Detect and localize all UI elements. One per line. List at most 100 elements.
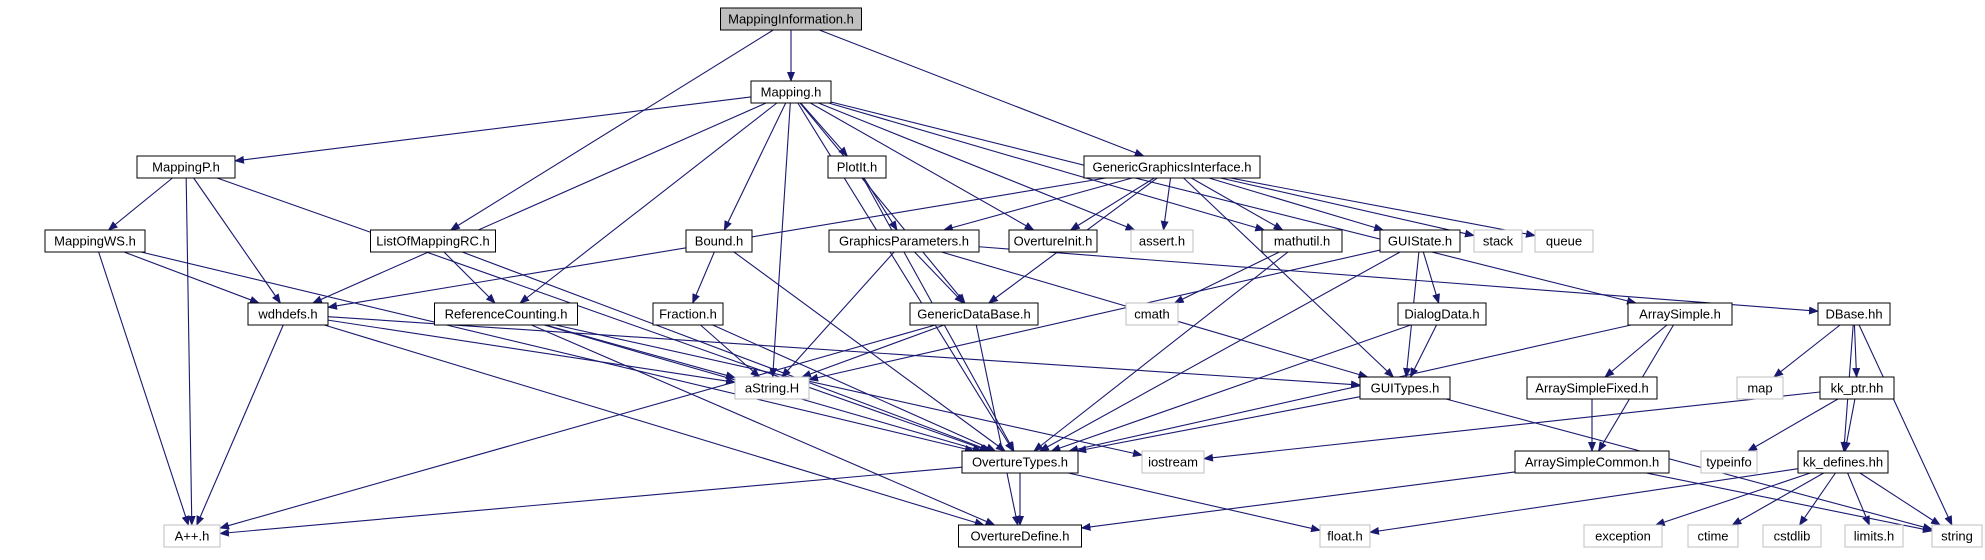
- node-mappinginfo[interactable]: MappingInformation.h: [720, 7, 862, 31]
- edge-mappinginfo-to-ggi: [819, 29, 1145, 157]
- edge-overturetypes-to-float: [1068, 472, 1321, 533]
- edge-line: [1604, 324, 1668, 378]
- node-guistate[interactable]: GUIState.h: [1379, 229, 1461, 253]
- node-box: [1526, 376, 1658, 400]
- edge-line: [797, 102, 1014, 452]
- node-box: [1627, 302, 1733, 326]
- node-label: typeinfo: [1706, 455, 1752, 470]
- node-ggi[interactable]: GenericGraphicsInterface.h: [1083, 155, 1261, 179]
- edge-line: [98, 251, 190, 526]
- node-guitypes[interactable]: GUITypes.h: [1359, 376, 1451, 400]
- edge-arraysimplecommon-to-overturedefine: [1080, 471, 1516, 531]
- node-arraysimplefixed[interactable]: ArraySimpleFixed.h: [1526, 376, 1658, 400]
- node-box: [827, 155, 887, 179]
- node-box: [685, 229, 753, 253]
- node-listofmappingrc[interactable]: ListOfMappingRC.h: [370, 229, 496, 253]
- edge-line: [801, 324, 945, 378]
- node-box: [1534, 229, 1594, 253]
- node-box: [1379, 229, 1461, 253]
- edge-line: [692, 251, 715, 304]
- edge-fraction-to-overturetypes: [712, 324, 997, 452]
- node-limits: limits.h: [1844, 524, 1904, 548]
- node-box: [247, 302, 329, 326]
- node-label: map: [1747, 381, 1772, 396]
- edge-line: [1191, 177, 1284, 231]
- node-fraction[interactable]: Fraction.h: [652, 302, 724, 326]
- edge-line: [1230, 177, 1536, 238]
- node-overtureinit[interactable]: OvertureInit.h: [1008, 229, 1098, 253]
- node-mapping[interactable]: Mapping.h: [750, 80, 832, 104]
- node-label: kk_defines.hh: [1803, 455, 1883, 470]
- edge-line: [975, 324, 1020, 526]
- node-dialogdata[interactable]: DialogData.h: [1397, 302, 1487, 326]
- node-mappingp[interactable]: MappingP.h: [136, 155, 236, 179]
- node-label: kk_ptr.hh: [1831, 381, 1884, 396]
- node-box: [720, 7, 862, 31]
- edge-line: [1160, 177, 1172, 231]
- node-box: [1125, 302, 1179, 326]
- node-label: ReferenceCounting.h: [445, 307, 568, 322]
- node-string: string: [1931, 524, 1983, 548]
- edge-line: [107, 177, 173, 231]
- node-mappingws[interactable]: MappingWS.h: [44, 229, 146, 253]
- edge-mappingws-to-overturetypes: [140, 251, 975, 453]
- node-dbase[interactable]: DBase.hh: [1817, 302, 1891, 326]
- edge-line: [531, 324, 996, 526]
- node-arraysimplecommon[interactable]: ArraySimpleCommon.h: [1514, 450, 1670, 474]
- node-arraysimple[interactable]: ArraySimple.h: [1627, 302, 1733, 326]
- node-label: float.h: [1327, 529, 1362, 544]
- edge-bound-to-overturetypes: [733, 251, 1006, 452]
- edge-mappingp-to-mappingws: [107, 177, 173, 231]
- node-mathutil[interactable]: mathutil.h: [1261, 229, 1343, 253]
- edge-ggi-to-stack: [1220, 177, 1475, 238]
- node-bound[interactable]: Bound.h: [685, 229, 753, 253]
- edge-mapping-to-plotit: [800, 102, 848, 157]
- edge-mapping-to-mappingp: [234, 96, 752, 164]
- node-box: [434, 302, 578, 326]
- edge-genericdatabase-to-overturedefine: [975, 324, 1020, 526]
- node-kkdefines[interactable]: kk_defines.hh: [1797, 450, 1889, 474]
- edge-mapping-to-assert: [818, 102, 1136, 231]
- edge-line: [1220, 177, 1475, 238]
- node-box: [652, 302, 724, 326]
- node-kkptr[interactable]: kk_ptr.hh: [1819, 376, 1895, 400]
- node-label: GUIState.h: [1388, 234, 1452, 249]
- node-box: [1687, 524, 1739, 548]
- edge-line: [219, 466, 963, 537]
- node-genericdatabase[interactable]: GenericDataBase.h: [909, 302, 1039, 326]
- edge-line: [1068, 324, 1632, 453]
- edge-dbase-to-string: [1858, 324, 1953, 526]
- node-refcounting[interactable]: ReferenceCounting.h: [434, 302, 578, 326]
- node-overturetypes[interactable]: OvertureTypes.h: [961, 450, 1079, 474]
- edge-mathutil-to-cmath: [1173, 251, 1280, 304]
- edge-mappinginfo-to-listofmappingrc: [449, 29, 774, 231]
- node-box: [163, 524, 221, 548]
- node-box: [1473, 229, 1523, 253]
- edge-line: [1069, 177, 1155, 231]
- edge-line: [1208, 177, 1385, 232]
- edge-line: [700, 324, 761, 378]
- node-graphicsparams[interactable]: GraphicsParameters.h: [828, 229, 980, 253]
- edge-line: [327, 319, 736, 385]
- edge-mapping-to-bound: [723, 102, 787, 231]
- edge-line: [1445, 398, 1933, 531]
- node-label: stack: [1483, 234, 1514, 249]
- edge-line: [818, 102, 1136, 231]
- edge-line: [193, 177, 281, 304]
- node-ctime: ctime: [1687, 524, 1739, 548]
- edge-dbase-to-kkptr: [1852, 324, 1861, 378]
- node-box: [961, 450, 1079, 474]
- node-box: [1819, 376, 1895, 400]
- node-label: limits.h: [1854, 529, 1894, 544]
- node-overturedefine[interactable]: OvertureDefine.h: [958, 524, 1082, 548]
- edge-mapping-to-refcounting: [519, 102, 778, 304]
- edge-line: [1646, 472, 1933, 534]
- node-box: [1359, 376, 1451, 400]
- node-box: [958, 524, 1082, 548]
- edge-line: [1076, 396, 1361, 454]
- edge-line: [1852, 324, 1861, 378]
- node-label: MappingP.h: [152, 160, 220, 175]
- node-wdhdefs[interactable]: wdhdefs.h: [247, 302, 329, 326]
- node-plotit[interactable]: PlotIt.h: [827, 155, 887, 179]
